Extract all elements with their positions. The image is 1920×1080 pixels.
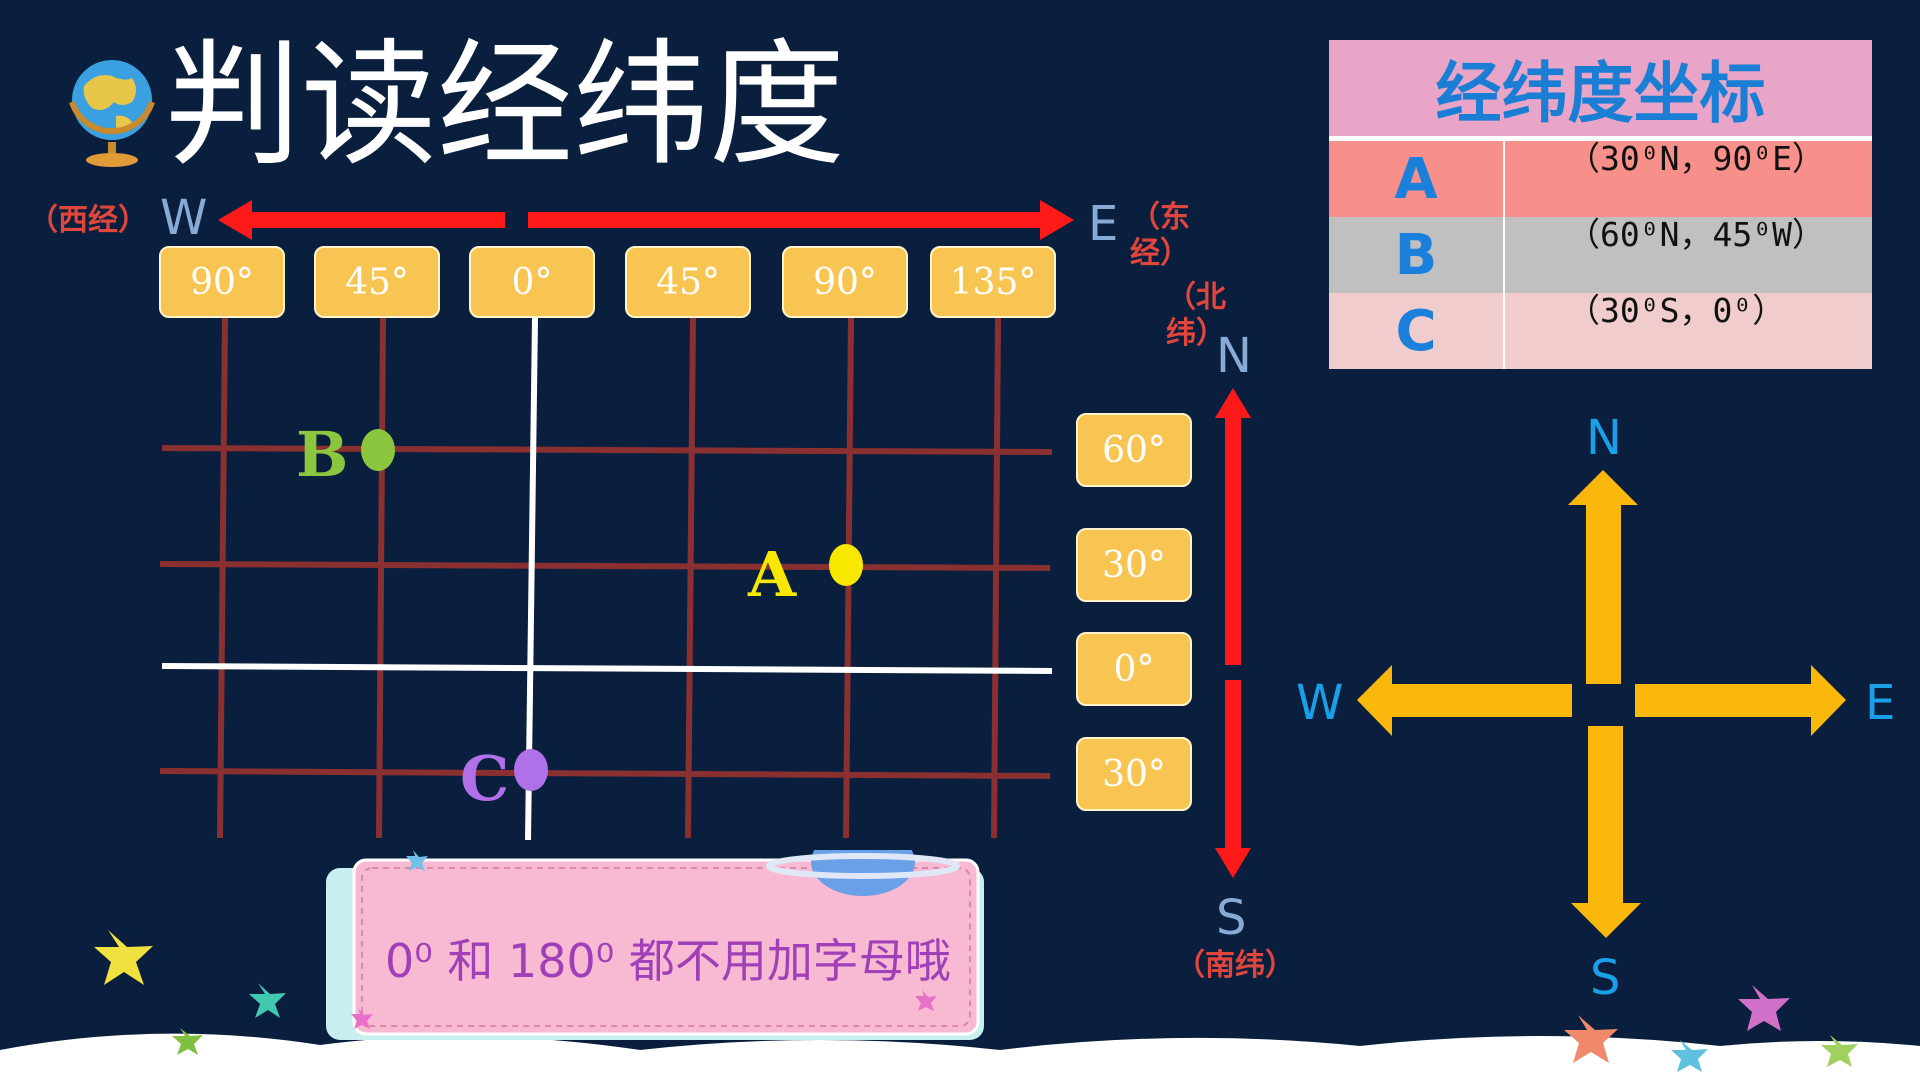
north-arrowhead [1215, 388, 1251, 418]
east-arrowhead [1040, 200, 1074, 240]
row-value-a: （30⁰N，90⁰E） [1567, 139, 1825, 178]
meridian-45w [376, 317, 386, 839]
west-arrowhead [218, 200, 252, 240]
lon-label-45w: 45° [314, 246, 440, 318]
compass-west-arrow [1357, 665, 1572, 736]
globe-icon [69, 60, 155, 167]
parallel-30n [159, 561, 1051, 571]
star-decoration [1564, 1015, 1618, 1063]
table-row: A （30⁰N，90⁰E） [1329, 138, 1872, 217]
row-key-c: C [1329, 293, 1505, 369]
north-latitude-label: （北纬） [1166, 280, 1226, 351]
lat-label-30s: 30° [1076, 737, 1192, 811]
lon-label-135e: 135° [930, 246, 1056, 318]
equator-line [161, 663, 1053, 674]
star-decoration [94, 930, 153, 985]
south-latitude-label: （南纬） [1175, 948, 1295, 983]
note-card [326, 850, 984, 1040]
row-key-a: A [1329, 138, 1505, 217]
parallel-30s [159, 768, 1051, 779]
point-b-dot [361, 429, 395, 471]
point-c-label: C [460, 742, 510, 815]
table-row: C （30⁰S，0⁰） [1329, 291, 1872, 369]
east-longitude-label: （东经） [1130, 200, 1190, 271]
lat-label-60n: 60° [1076, 413, 1192, 487]
page-title: 判读经纬度 [165, 27, 845, 185]
compass-w-label: W [1296, 675, 1344, 731]
cloud-decoration [0, 1033, 1920, 1080]
compass-s-label: S [1590, 950, 1621, 1006]
coordinate-table: 经纬度坐标 A （30⁰N，90⁰E） B （60⁰N，45⁰W） C （30⁰… [1329, 40, 1872, 369]
lat-label-0: 0° [1076, 632, 1192, 706]
coordinate-table-header: 经纬度坐标 [1329, 40, 1872, 141]
point-a-dot [829, 544, 863, 586]
lon-label-90e: 90° [782, 246, 908, 318]
compass-arrows [1357, 470, 1846, 938]
point-b-label: B [296, 418, 349, 491]
meridian-45e [685, 317, 696, 839]
planet-icon [811, 850, 915, 896]
star-decoration [249, 983, 286, 1018]
meridian-90w [217, 317, 228, 839]
star-decoration [1671, 1040, 1708, 1072]
star-decoration [351, 1008, 373, 1029]
point-c-dot [514, 749, 548, 791]
row-key-b: B [1329, 217, 1505, 293]
table-row: B （60⁰N，45⁰W） [1329, 215, 1872, 293]
row-value-c: （30⁰S，0⁰） [1567, 291, 1786, 330]
star-decoration [172, 1028, 203, 1055]
star-decoration [915, 990, 937, 1011]
compass-south-arrow [1571, 726, 1641, 938]
lon-label-0: 0° [469, 246, 595, 318]
star-decoration [406, 850, 428, 871]
star-decoration [1738, 985, 1790, 1031]
star-decoration [1821, 1035, 1858, 1067]
south-letter: S [1216, 890, 1247, 946]
west-letter: W [160, 190, 208, 246]
point-a-label: A [748, 538, 797, 611]
compass-n-label: N [1586, 410, 1622, 466]
compass-east-arrow [1635, 665, 1846, 736]
lon-label-45e: 45° [625, 246, 751, 318]
lon-label-90w: 90° [159, 246, 285, 318]
compass-north-arrow [1568, 470, 1638, 684]
lat-label-30n: 30° [1076, 528, 1192, 602]
south-arrowhead [1215, 848, 1251, 878]
parallel-60n [161, 445, 1053, 455]
north-letter: N [1216, 328, 1252, 384]
west-longitude-label: （西经） [28, 203, 148, 238]
note-text: 0⁰ 和 180⁰ 都不用加字母哦 [385, 934, 951, 988]
east-letter: E [1088, 196, 1119, 252]
compass-e-label: E [1865, 675, 1896, 731]
meridian-135e [991, 317, 1001, 839]
row-value-b: （60⁰N，45⁰W） [1567, 215, 1825, 254]
